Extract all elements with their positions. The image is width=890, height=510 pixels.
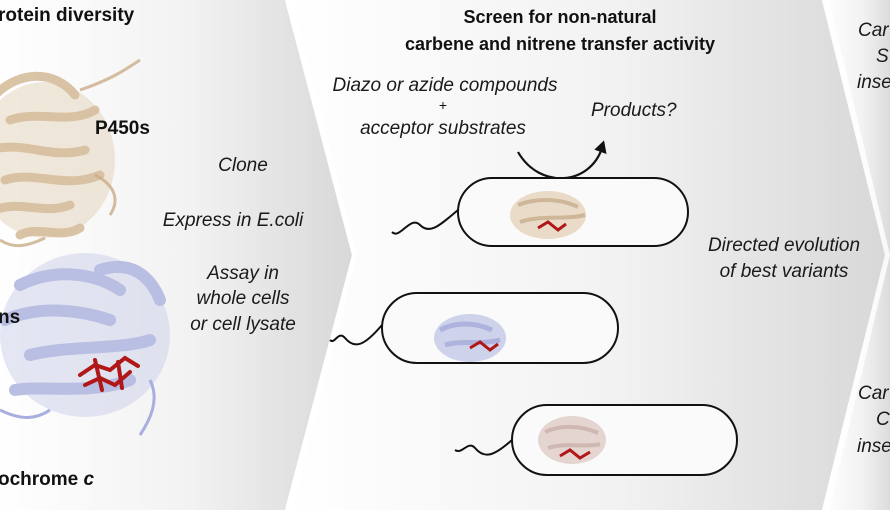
directed-evolution-line1: Directed evolution [707,235,861,256]
right-top-line1: Car [858,20,889,41]
globin-label-fragment: ns [0,307,21,328]
step2-arrow-shape [285,0,885,510]
cell-cytochrome-c [454,404,738,476]
right-top-line2: S [876,46,889,67]
cytochrome-label-italic: c [83,469,95,490]
step-assay-line3: or cell lysate [190,314,296,335]
right-top-line3: inse [857,72,890,93]
step3-arrow-shape [822,0,890,510]
left-panel-title: rotein diversity [0,5,135,26]
p450-label: P450s [95,118,150,139]
right-bottom-line1: Car [858,383,889,404]
globin-protein-icon [0,253,170,436]
products-label: Products? [591,100,677,121]
cytochrome-c-label: ochrome c [0,469,94,491]
step-assay-line2: whole cells [196,288,290,309]
directed-evolution-line2: of best variants [719,261,849,282]
cell-globin [329,292,619,364]
reagents-plus: + [438,97,448,113]
screen-title-line1: Screen for non-natural [463,7,657,27]
reagents-line1: Diazo or azide compounds [332,75,558,96]
reagents-line2: acceptor substrates [360,118,526,139]
cytochrome-label-main: ochrome [0,469,84,490]
heme-icon [78,355,140,392]
step-express: Express in E.coli [162,210,304,231]
cell-p450 [391,177,689,247]
step-assay-line1: Assay in [207,263,279,284]
right-bottom-line3: inse [857,436,890,457]
screen-title-line2: carbene and nitrene transfer activity [404,34,716,54]
right-bottom-line2: C [876,409,890,430]
p450-protein-icon [0,58,141,248]
reaction-arrowhead [594,140,607,155]
step-clone: Clone [218,155,268,176]
